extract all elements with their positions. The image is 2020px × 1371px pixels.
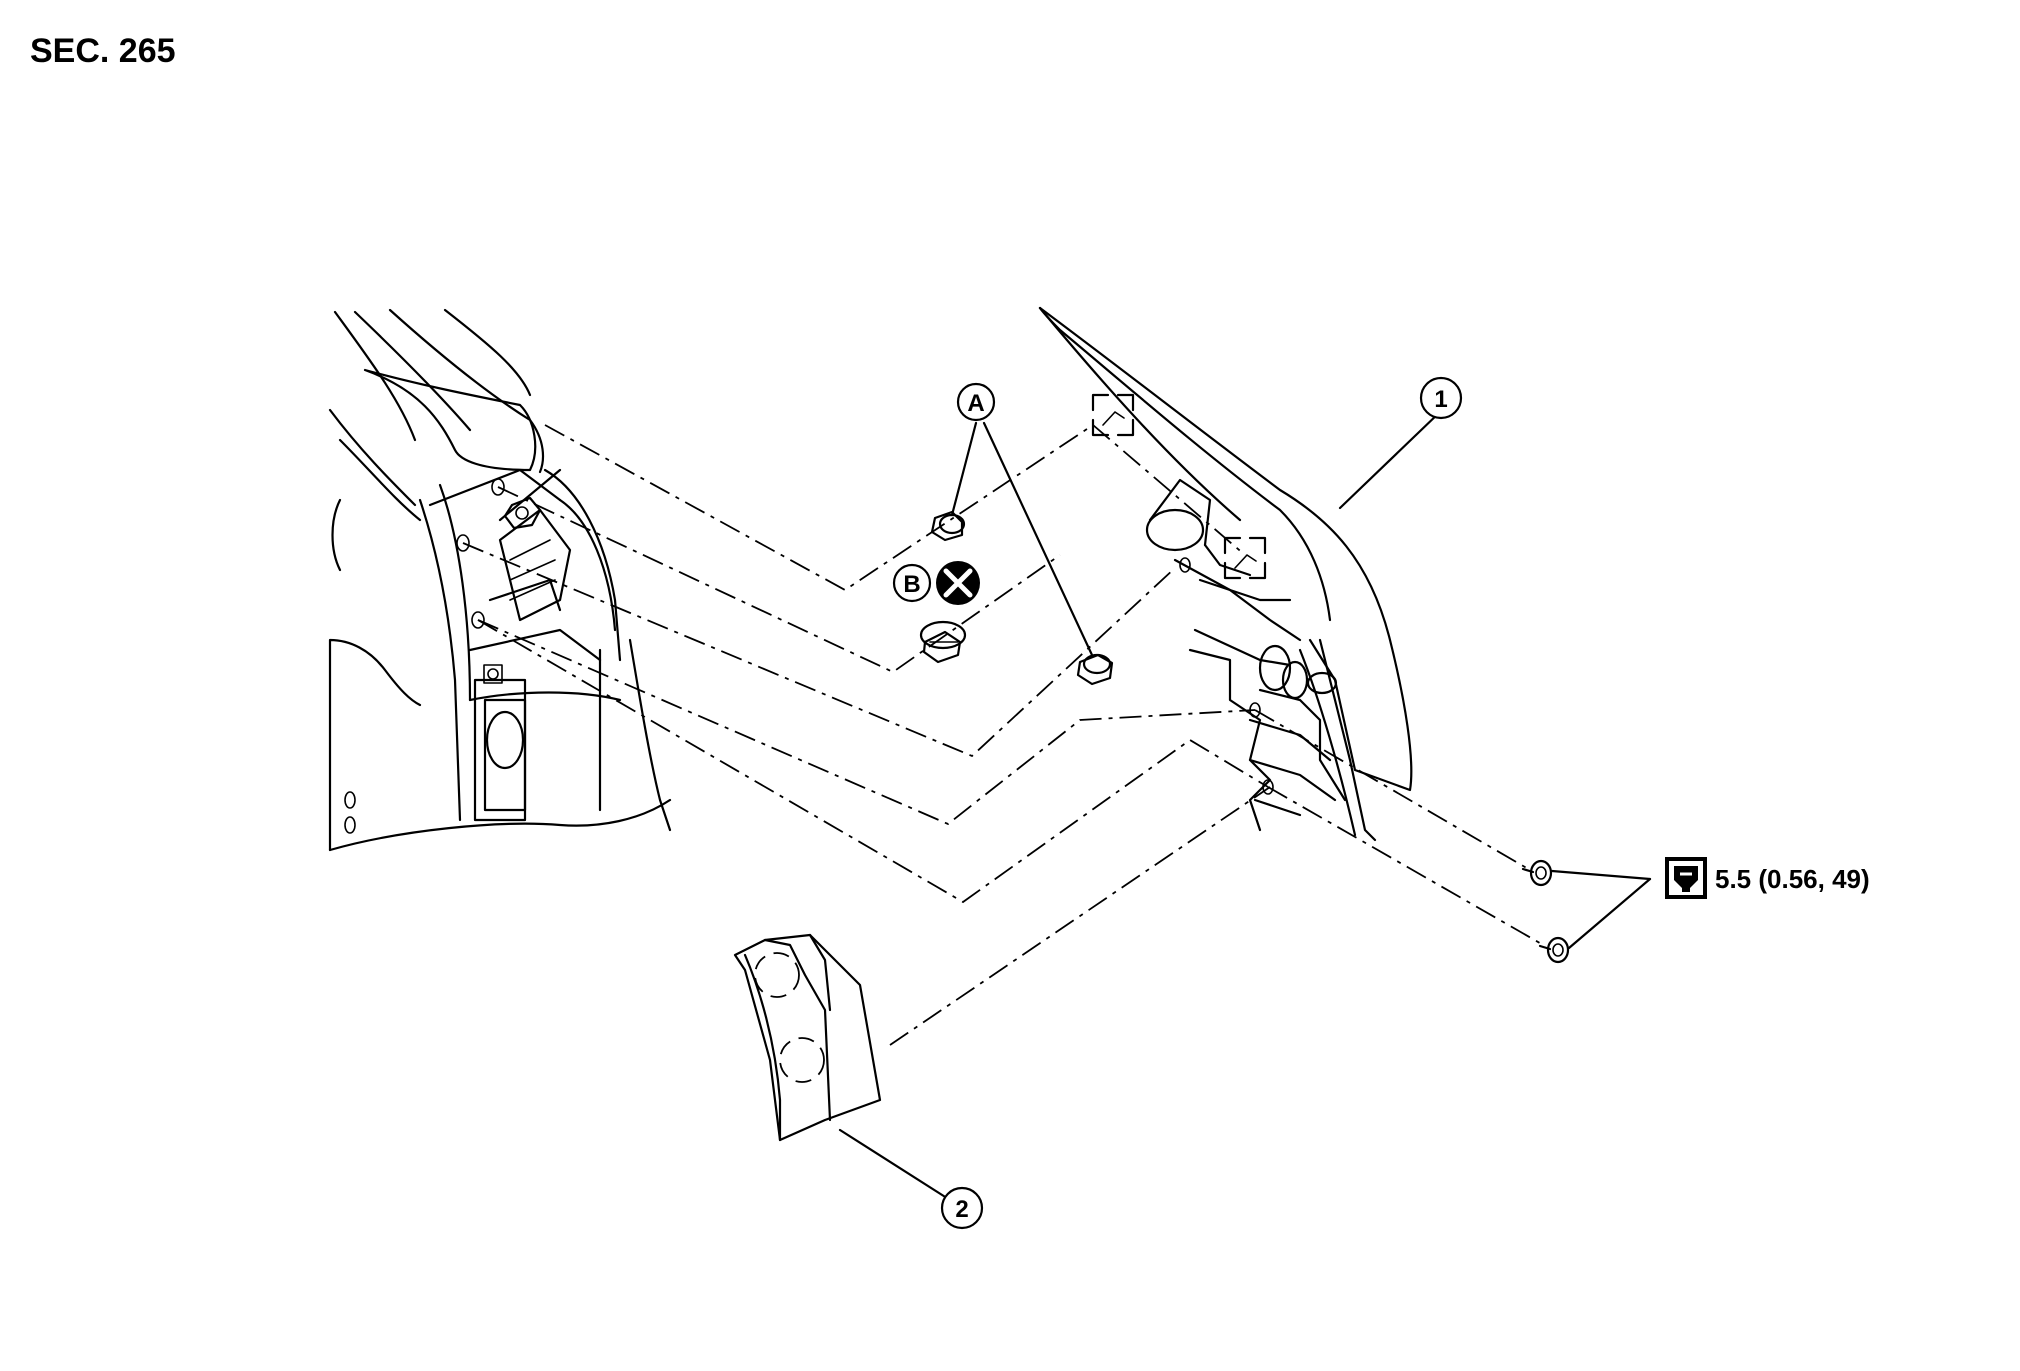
pawl-bracket-icon xyxy=(1091,393,1135,437)
callout-b: B xyxy=(892,563,932,603)
x-circle-icon xyxy=(936,561,980,605)
callout-a: A xyxy=(956,382,996,422)
vehicle-body xyxy=(328,308,672,852)
torque-wrench-icon xyxy=(1665,857,1707,899)
svg-text:2: 2 xyxy=(955,1196,968,1223)
svg-text:B: B xyxy=(903,571,920,598)
torque-value: 5.5 (0.56, 49) xyxy=(1715,864,1870,894)
rear-finisher xyxy=(733,933,882,1142)
rear-combination-lamp xyxy=(1038,306,1413,842)
svg-text:A: A xyxy=(967,390,984,417)
nut-lower xyxy=(1538,936,1570,964)
clip-b xyxy=(919,620,967,664)
clip-a-lower xyxy=(1076,653,1114,686)
alignment-lines xyxy=(462,424,1546,1046)
nut-upper xyxy=(1521,859,1553,887)
pawl-bracket-icon xyxy=(1223,536,1267,580)
svg-text:1: 1 xyxy=(1434,386,1447,413)
leader-lines xyxy=(838,409,1652,1202)
callout-1: 1 xyxy=(1419,376,1463,420)
clip-a-upper xyxy=(930,510,966,542)
callout-2: 2 xyxy=(940,1186,984,1230)
torque-spec: 5.5 (0.56, 49) xyxy=(1665,857,1870,899)
section-label: SEC. 265 xyxy=(30,32,176,70)
